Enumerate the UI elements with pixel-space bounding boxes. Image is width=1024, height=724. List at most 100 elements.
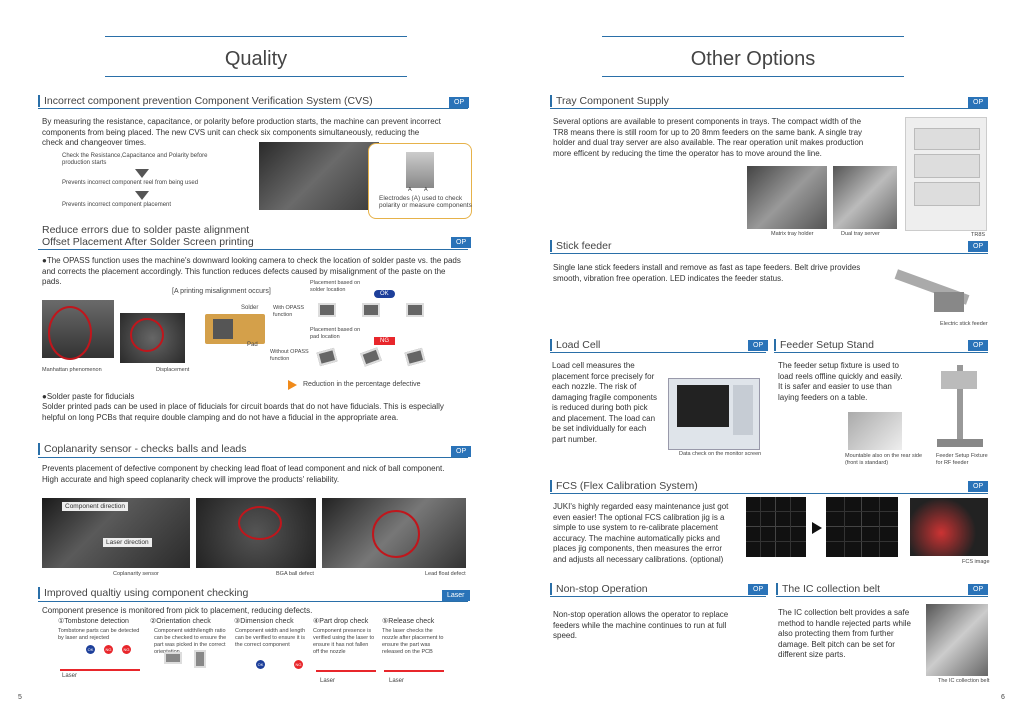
tr8s-photo <box>905 117 987 231</box>
ok-dot: OK <box>256 660 265 669</box>
cvs-machine-photo <box>259 142 379 210</box>
ok-dot: OK <box>86 645 95 654</box>
section-rule <box>550 108 988 109</box>
op-badge: OP <box>451 446 472 457</box>
opass-body: ●The OPASS function uses the machine's d… <box>42 256 461 286</box>
section-rule <box>550 596 766 597</box>
arrow-down-icon <box>135 191 149 200</box>
ic-body: The IC collection belt provides a safe m… <box>778 608 911 659</box>
section-title-stick: Stick feeder <box>550 240 611 252</box>
without-opass-label: Without OPASS function <box>270 349 309 362</box>
chip-ok-diagram <box>312 300 424 320</box>
section-rule <box>550 352 766 353</box>
cvs-step-2: Prevents incorrect component reel from b… <box>62 180 199 186</box>
header-rule-top <box>105 36 407 37</box>
cvs-step-3: Prevents incorrect component placement <box>62 202 172 208</box>
section-title-checking: Improved qualtiy using component checkin… <box>38 587 248 599</box>
fcs-grid-before <box>746 497 806 557</box>
stick-caption: Electric stick feeder <box>940 321 988 327</box>
ng-badge: NG <box>374 337 395 345</box>
feeder-caption-1: Mountable also on the rear side (front i… <box>845 453 923 466</box>
section-rule <box>38 249 468 250</box>
stick-feeder-photo <box>884 262 980 318</box>
section-rule <box>38 601 468 602</box>
section-title-tray: Tray Component Supply <box>550 95 669 107</box>
op-badge: OP <box>748 584 769 595</box>
op-badge: OP <box>968 584 989 595</box>
defect-highlight-circle <box>130 318 164 352</box>
section-title-ic-belt: The IC collection belt <box>776 583 880 595</box>
section-rule <box>38 457 468 458</box>
ng-dot: NG <box>122 645 131 654</box>
tray-body: Several options are available to present… <box>553 117 864 158</box>
arrow-right-icon <box>812 522 822 534</box>
section-title-nonstop: Non-stop Operation <box>550 583 648 595</box>
laser-label: Laser <box>389 678 405 684</box>
electrode-a-label: A <box>424 187 428 193</box>
ng-dot: NG <box>294 660 303 669</box>
dual-tray-photo <box>833 166 897 229</box>
ic-belt-photo <box>926 604 988 676</box>
fcs-caption: FCS image <box>962 559 990 565</box>
section-title-feeder-stand: Feeder Setup Stand <box>774 339 874 351</box>
laser-direction-label: Laser direction <box>103 538 152 547</box>
check-item-text: Component presence is verified using the… <box>313 628 375 655</box>
mountable-photo <box>848 412 902 450</box>
ng-dot: NG <box>104 645 113 654</box>
page-number-left: 5 <box>18 694 22 701</box>
ok-badge: OK <box>374 290 395 298</box>
load-body: Load cell measures the placement force p… <box>552 361 657 444</box>
check-item-text: The laser checks the nozzle after placem… <box>382 628 444 655</box>
tray-caption-2: Dual tray server <box>841 231 880 237</box>
part-drop-diagram <box>316 660 376 678</box>
component-direction-label: Component direction <box>62 502 128 511</box>
cvs-step-1: Check the Resistance,Capacitance and Pol… <box>62 153 208 166</box>
electrode-photo <box>406 152 434 188</box>
header-rule-top <box>602 36 904 37</box>
checking-intro: Component presence is monitored from pic… <box>42 606 313 615</box>
arrow-down-icon <box>135 169 149 178</box>
laser-label: Laser <box>62 673 78 679</box>
defect-highlight-circle <box>48 306 92 360</box>
page-title-other-options: Other Options <box>690 48 816 70</box>
laser-label: Laser <box>320 678 336 684</box>
feeder-body: The feeder setup fixture is used to load… <box>778 361 903 402</box>
orange-arrow-icon <box>288 380 297 390</box>
coplanarity-body: Prevents placement of defective componen… <box>42 464 445 484</box>
manhattan-caption: Manhattan phenomenon <box>42 367 102 373</box>
tray-caption-3: TR8S <box>971 232 986 238</box>
header-rule-bottom <box>602 76 904 77</box>
page-number-right: 6 <box>1001 694 1005 701</box>
section-rule <box>550 493 988 494</box>
check-item-title: ②Orientation check <box>150 618 211 625</box>
fcs-photo <box>910 498 988 556</box>
op-badge: OP <box>968 481 989 492</box>
op-badge: OP <box>968 340 989 351</box>
defect-highlight-circle <box>238 506 282 540</box>
tray-caption-1: Matrix tray holder <box>771 231 814 237</box>
fcs-body: JUKI's highly regarded easy maintenance … <box>553 502 729 564</box>
matrix-tray-photo <box>747 166 827 229</box>
page-title-quality: Quality <box>224 48 288 70</box>
section-rule <box>776 596 988 597</box>
tombstone-diagram: OK NG NG <box>60 645 140 677</box>
orientation-diagram <box>160 648 220 668</box>
check-item-title: ④Part drop check <box>313 618 369 625</box>
section-title-coplanarity: Coplanarity sensor - checks balls and le… <box>38 443 247 455</box>
reduction-label: Reduction in the percentage defective <box>303 381 421 388</box>
pad-label: Pad <box>247 342 258 348</box>
electrode-caption: Electrodes (A) used to check polarity or… <box>379 195 472 209</box>
check-item-title: ⑤Release check <box>382 618 435 625</box>
header-rule-bottom <box>105 76 407 77</box>
chip-ng-diagram <box>312 345 426 367</box>
cvs-body: By measuring the resistance, capacitance… <box>42 117 441 147</box>
section-rule <box>774 352 988 353</box>
electrode-a-label: A <box>408 187 412 193</box>
check-item-title: ①Tombstone detection <box>58 618 129 625</box>
solder-diagram <box>205 314 265 344</box>
opass-misalign-label: [A printing misalignment occurs] <box>172 288 271 295</box>
check-item-title: ③Dimension check <box>234 618 294 625</box>
section-title-fcs: FCS (Flex Calibration System) <box>550 480 698 492</box>
fiducial-title: ●Solder paste for fiducials <box>42 392 135 401</box>
load-caption: Data check on the monitor screen <box>679 451 762 457</box>
